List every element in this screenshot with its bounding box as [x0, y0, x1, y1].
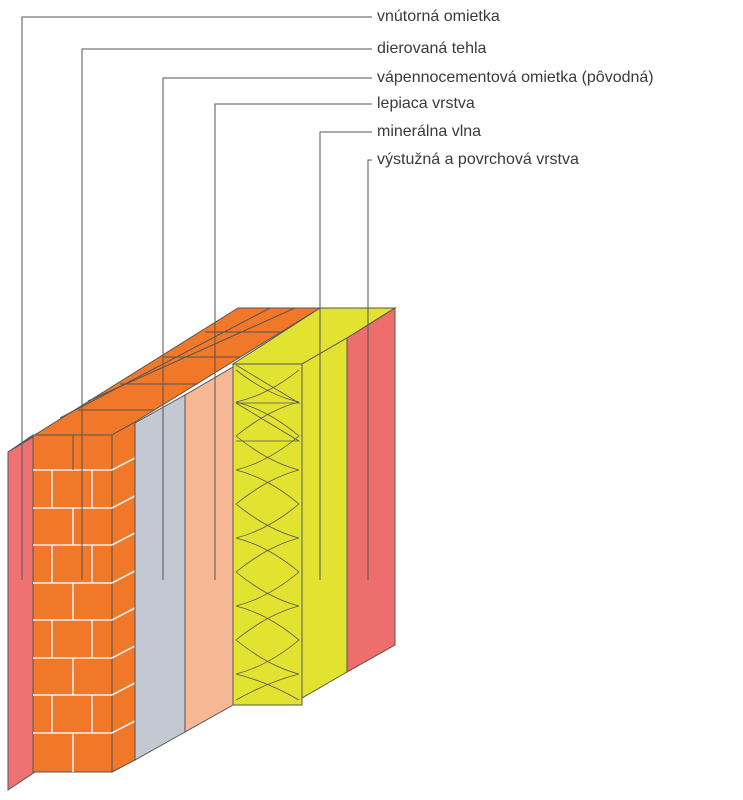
label-inner-plaster: vnútorná omietka [377, 8, 500, 25]
label-lime-cement-plaster: vápennocementová omietka (pôvodná) [377, 69, 654, 86]
label-reinforcing-surface-layer: výstužná a povrchová vrstva [377, 151, 579, 168]
brick-layer [32, 421, 136, 773]
label-adhesive-layer: lepiaca vrstva [377, 95, 475, 112]
mineral-wool-layer [232, 337, 348, 706]
label-mineral-wool: minerálna vlna [377, 123, 482, 140]
adhesive-layer [184, 366, 234, 733]
outer-render-layer [346, 307, 396, 673]
lime-cement-plaster-layer [134, 394, 186, 761]
brick-top-joints [59, 307, 296, 419]
leader-lines [21, 16, 372, 580]
label-perforated-brick: dierovaná tehla [377, 40, 487, 57]
